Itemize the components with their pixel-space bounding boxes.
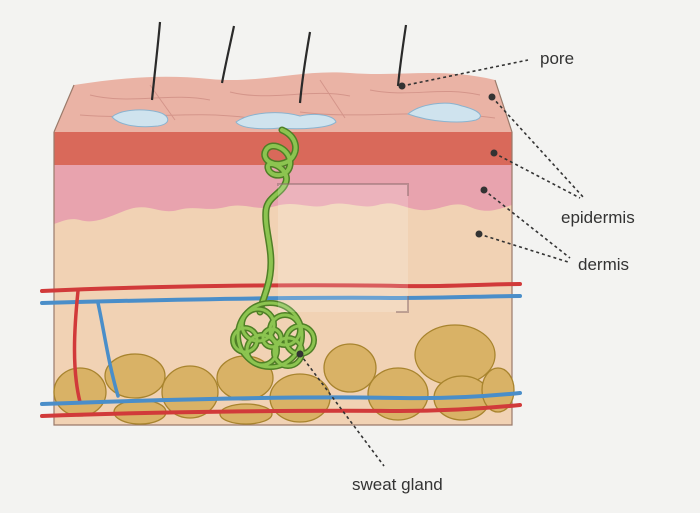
hair-strands — [150, 21, 408, 104]
fat-cell-icon — [53, 367, 107, 417]
pore-droplet — [407, 102, 481, 123]
artery-vessel — [72, 289, 82, 404]
fat-cell-icon — [323, 343, 377, 393]
fat-cell-icon — [367, 367, 429, 421]
leader-sweat — [299, 353, 385, 467]
highlight-box — [278, 184, 408, 312]
leader-dermis-a — [483, 189, 571, 259]
fat-cell-icon — [104, 353, 166, 399]
hair-strand-icon — [396, 24, 408, 87]
artery-vessel — [40, 403, 522, 418]
vein-vessel — [40, 294, 522, 305]
leader-dots — [296, 82, 498, 358]
vein-vessel — [96, 301, 120, 398]
label-pore: pore — [540, 49, 575, 68]
skin-surface — [54, 72, 512, 132]
pore-droplet — [235, 112, 337, 130]
leader-epidermis-b — [493, 152, 581, 199]
connecting-vessels — [72, 289, 120, 404]
highlight-bracket — [277, 183, 409, 196]
hair-strand-icon — [220, 25, 236, 84]
fat-cell-layer — [53, 324, 515, 425]
label-sweat-gland: sweat gland — [352, 475, 443, 494]
vein-vessel — [40, 391, 522, 406]
fat-cell-icon — [219, 403, 273, 425]
leader-epidermis-a — [491, 96, 585, 199]
fat-cell-icon — [161, 365, 219, 419]
hair-strand-icon — [150, 21, 162, 101]
lower-vessels — [40, 391, 522, 418]
fat-cell-icon — [481, 367, 515, 413]
pore-droplet — [111, 109, 169, 128]
label-dermis: dermis — [578, 255, 630, 274]
highlight-bracket — [396, 296, 409, 313]
block-outline — [53, 79, 513, 426]
hair-strand-icon — [298, 31, 312, 104]
leader-lines — [299, 59, 585, 467]
upper-vessels — [40, 282, 522, 305]
upper-dermis-layer — [54, 165, 512, 224]
sweat-gland-coil-icon — [230, 126, 317, 370]
artery-vessel — [40, 282, 522, 293]
label-epidermis: epidermis — [561, 208, 635, 227]
